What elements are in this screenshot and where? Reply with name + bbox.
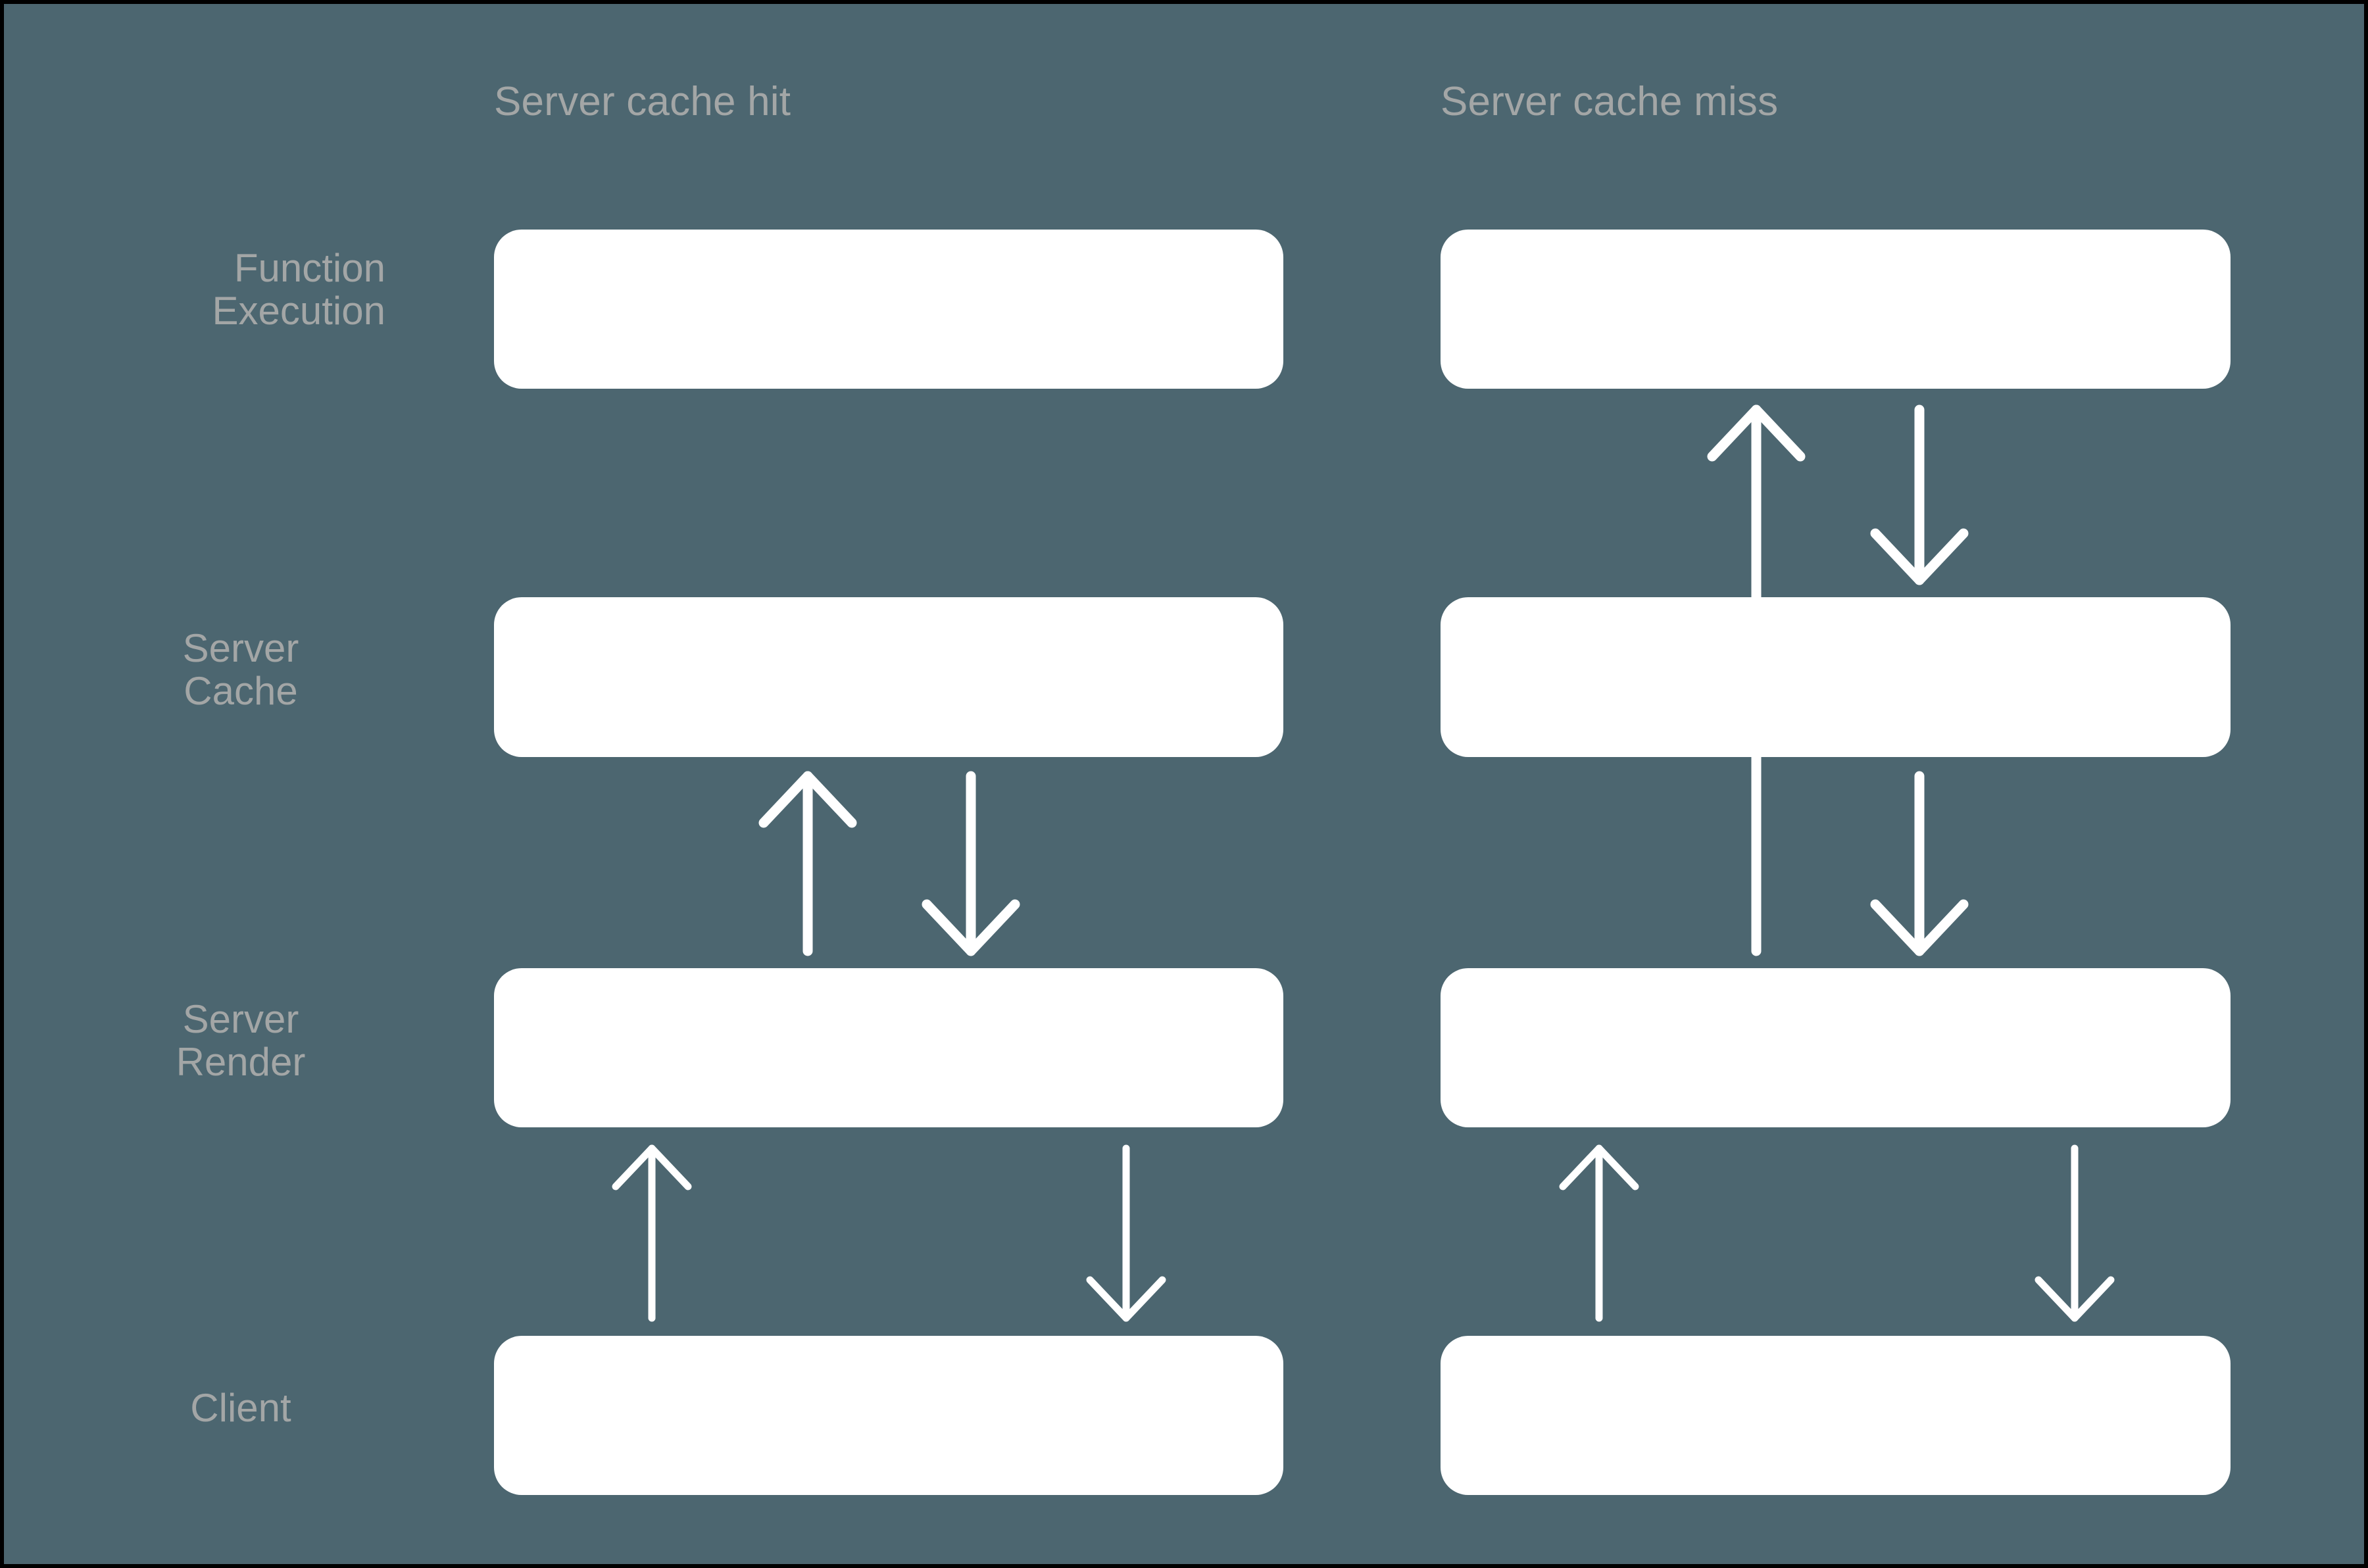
node-cache-miss-server-cache[interactable] — [1441, 597, 2231, 757]
arrow-miss-cache-to-render — [1870, 771, 1969, 956]
node-cache-miss-server-render[interactable] — [1441, 968, 2231, 1127]
arrow-miss-client-to-render — [1559, 1144, 1639, 1322]
arrow-miss-function-to-cache — [1870, 404, 1969, 585]
node-cache-hit-function-execution[interactable] — [494, 230, 1283, 389]
column-header-cache-miss: Server cache miss — [1441, 79, 1779, 124]
row-label-server-render: Server Render — [176, 997, 306, 1084]
node-cache-hit-server-cache[interactable] — [494, 597, 1283, 757]
arrow-hit-render-to-cache — [758, 771, 857, 956]
node-cache-hit-client[interactable] — [494, 1336, 1283, 1495]
node-cache-hit-server-render[interactable] — [494, 968, 1283, 1127]
node-cache-miss-client[interactable] — [1441, 1336, 2231, 1495]
row-label-server-cache: Server Cache — [182, 626, 299, 713]
column-header-cache-hit: Server cache hit — [494, 79, 791, 124]
node-cache-miss-function-execution[interactable] — [1441, 230, 2231, 389]
row-label-client: Client — [190, 1386, 291, 1430]
row-label-function-execution: Function Execution — [212, 246, 386, 333]
arrow-hit-cache-to-render — [922, 771, 1020, 956]
arrow-hit-client-to-render — [612, 1144, 692, 1322]
arrow-hit-render-to-client — [1086, 1144, 1166, 1322]
arrow-miss-render-to-client — [2035, 1144, 2115, 1322]
